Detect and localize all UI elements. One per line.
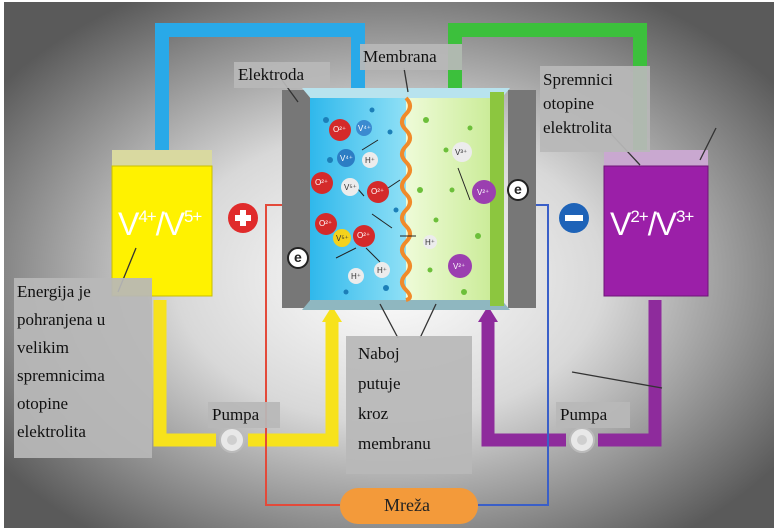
- naboj-pointer-left: [379, 303, 399, 339]
- naboj-line-2: putuje: [358, 374, 401, 393]
- pumpa-right-label: Pumpa: [560, 405, 608, 424]
- energija-line-3: velikim: [17, 338, 69, 357]
- elektroda-label: Elektroda: [238, 65, 305, 84]
- membrane-zigzag: [400, 96, 412, 302]
- ion-sphere-h-1: [362, 152, 378, 168]
- ion-label-v2-2: V²⁺: [453, 262, 466, 271]
- spremnici-line-2: otopine: [543, 94, 594, 113]
- ion-sphere-o2-5: [353, 225, 375, 247]
- purple-pipe-left: [481, 320, 566, 447]
- energija-line-2: pohranjena u: [17, 310, 106, 329]
- pumpa-pointer: [571, 371, 663, 389]
- naboj-line-4: membranu: [358, 434, 431, 453]
- anolyte-particles: [417, 117, 481, 295]
- ion-sphere-h-2: [348, 268, 364, 284]
- ion-sphere-v2-2: [448, 254, 472, 278]
- right-tank-cap: [604, 150, 708, 166]
- minus-bar: [565, 215, 583, 221]
- spremnici-pointer-right: [699, 127, 717, 161]
- ion-sphere-o2-1: [329, 119, 351, 141]
- membrana-label: Membrana: [363, 47, 437, 66]
- ion-label-o2-2: O²⁺: [315, 178, 329, 187]
- membrana-pointer: [403, 67, 409, 93]
- naboj-line-3: kroz: [358, 404, 389, 423]
- ion-sphere-v4-1: [356, 120, 372, 136]
- electron-left-label: e: [294, 249, 302, 265]
- ion-label-v3-1: V³⁺: [455, 148, 468, 157]
- ion-sphere-v5-2: [333, 229, 351, 247]
- spremnici-line-3: elektrolita: [543, 118, 612, 137]
- ion-label-h-2: H⁺: [351, 272, 361, 281]
- ion-label-v5-2: V⁵⁺: [336, 234, 349, 243]
- right-tank-formula: V2+/V3+: [610, 206, 694, 242]
- left-electrode: [282, 90, 310, 308]
- ion-sphere-o2-4: [315, 213, 337, 235]
- ion-sphere-h-3: [374, 262, 390, 278]
- ion-sphere-v5-1: [341, 178, 359, 196]
- energija-label-box: [14, 278, 152, 458]
- mreza-label: Mreža: [384, 495, 430, 515]
- energija-line-6: elektrolita: [17, 422, 86, 441]
- ion-label-v4-2: V⁴⁺: [340, 154, 353, 163]
- left-tank-cap: [112, 150, 212, 166]
- purple-pipe-arrow: [478, 306, 498, 322]
- spremnici-label-box: [540, 66, 650, 152]
- red-wire: [265, 204, 340, 506]
- naboj-line-1: Naboj: [358, 344, 400, 363]
- blue-pipe: [155, 23, 365, 165]
- left-tank-formula: V4+/V5+: [118, 206, 202, 242]
- electron-left-icon: [287, 247, 309, 269]
- pump-right-icon: [569, 427, 595, 453]
- elektroda-label-box: [234, 62, 330, 88]
- left-tank: [111, 165, 213, 297]
- cell-bottom-bevel: [302, 298, 510, 310]
- pumpa-right-label-box: [556, 402, 630, 428]
- yellow-pipe-arrow: [322, 306, 342, 322]
- pumpa-left-label: Pumpa: [212, 405, 260, 424]
- naboj-label-box: [346, 336, 472, 474]
- naboj-pointer-right: [419, 303, 437, 339]
- purple-pipe-right: [598, 300, 662, 447]
- ion-label-o2-4: O²⁺: [319, 219, 333, 228]
- energija-line-4: spremnicima: [17, 366, 105, 385]
- plus-vertical: [240, 210, 246, 226]
- ion-label-h-3: H⁺: [377, 266, 387, 275]
- ion-sphere-o2-2: [311, 172, 333, 194]
- right-tank: [603, 165, 709, 297]
- ion-label-v2-1: V²⁺: [477, 188, 490, 197]
- yellow-pipe-left: [153, 300, 216, 447]
- ion-label-o2-3: O²⁺: [371, 187, 385, 196]
- electron-right-icon: [507, 179, 529, 201]
- membrana-label-box: [360, 44, 462, 70]
- ion-label-o2-1: O²⁺: [333, 125, 347, 134]
- energija-line-1: Energija je: [17, 282, 91, 301]
- ion-sphere-v4-2: [337, 149, 355, 167]
- ion-label-v5-1: V⁵⁺: [344, 183, 357, 192]
- yellow-pipe-right: [248, 320, 339, 447]
- ion-sphere-v2-1: [472, 180, 496, 204]
- cell-top-bevel: [302, 88, 510, 100]
- green-side-bevel: [490, 92, 504, 306]
- ion-label-v4-1: V⁴⁺: [358, 124, 371, 133]
- ion-sphere-v3-1: [452, 142, 472, 162]
- ion-sphere-h-4: [423, 235, 437, 249]
- spremnici-line-1: Spremnici: [543, 70, 613, 89]
- pumpa-left-label-box: [208, 402, 280, 428]
- energija-line-5: otopine: [17, 394, 68, 413]
- electron-right-label: e: [514, 181, 522, 197]
- grid-capsule: [340, 488, 478, 524]
- ion-sphere-o2-3: [367, 181, 389, 203]
- ion-label-h-1: H⁺: [365, 156, 375, 165]
- pump-left-icon: [219, 427, 245, 453]
- ion-label-o2-5: O²⁺: [357, 231, 371, 240]
- ion-label-h-4: H⁺: [425, 238, 435, 247]
